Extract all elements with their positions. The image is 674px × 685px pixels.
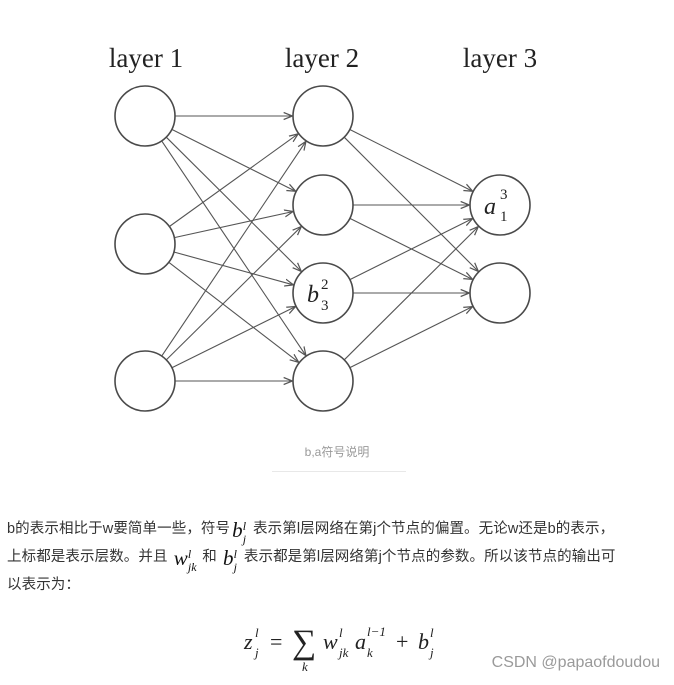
- node-label-b32: b: [307, 282, 319, 308]
- edge-l2n1-l3n2: [343, 136, 478, 271]
- edge-l1n3-l2n1: [161, 142, 306, 357]
- edge-l1n3-l2n2: [165, 227, 301, 361]
- paragraph-text: 和: [202, 549, 217, 565]
- paragraph-text: 以表示为：: [7, 577, 80, 593]
- formula-b: b: [418, 629, 429, 654]
- formula-b-sub: j: [428, 645, 434, 660]
- node-label-a13-sub: 1: [500, 209, 508, 225]
- paragraph-text: 表示都是第l层网络第j个节点的参数。所以该节点的输出可: [243, 549, 616, 565]
- layer-2-title: layer 2: [285, 43, 359, 73]
- formula-a-sub: k: [367, 645, 373, 660]
- formula-a-sup: l−1: [367, 624, 386, 639]
- node-layer1-3: [114, 350, 176, 412]
- paragraph-line-3: 以表示为：: [7, 571, 671, 599]
- formula-z: z: [243, 629, 253, 654]
- formula-z-sub: j: [253, 645, 259, 660]
- edge-l2n4-l3n1: [343, 227, 478, 361]
- network-nodes: [114, 85, 531, 412]
- node-layer1-2: [114, 213, 176, 275]
- formula-a: a: [355, 629, 366, 654]
- paragraph-text: b的表示相比于w要简单一些，符号: [7, 521, 231, 537]
- layer-1-title: layer 1: [109, 43, 183, 73]
- node-label-a13: a: [484, 194, 496, 220]
- edge-l1n3-l2n3: [171, 307, 295, 369]
- formula-sum: ∑: [292, 624, 316, 661]
- formula-plus: +: [396, 629, 408, 654]
- figure-caption: b,a符号说明: [304, 445, 370, 459]
- formula-z-sup: l: [255, 625, 259, 640]
- formula-w: w: [323, 629, 338, 654]
- edge-l1n1-l2n3: [165, 136, 301, 271]
- edge-l2n1-l3n1: [349, 129, 473, 192]
- node-layer1-1: [114, 85, 176, 147]
- layer-3-title: layer 3: [463, 43, 537, 73]
- formula-w-sub: jk: [337, 645, 349, 660]
- edge-l1n2-l2n4: [168, 261, 299, 362]
- formula-sum-sub: k: [302, 659, 308, 674]
- formula-equals: =: [270, 629, 282, 654]
- node-layer3-1: [469, 174, 531, 236]
- paragraph-text: 上标都是表示层数。并且: [7, 549, 168, 565]
- edge-l1n2-l2n3: [173, 251, 293, 285]
- node-layer2-2: [292, 174, 354, 236]
- node-layer2-4: [292, 350, 354, 412]
- node-layer3-2: [469, 262, 531, 324]
- formula-b-sup: l: [430, 625, 434, 640]
- edge-l1n2-l2n1: [169, 134, 297, 227]
- watermark: CSDN @papaofdoudou: [491, 654, 660, 671]
- output-formula: z l j = ∑ k w l jk a l−1 k + b l j: [243, 624, 434, 674]
- edge-l1n1-l2n2: [171, 128, 295, 191]
- node-label-b32-sub: 3: [321, 298, 329, 314]
- neural-network-diagram: layer 1 layer 2 layer 3 b 2 3 a 3 1: [109, 43, 537, 412]
- node-label-b32-sup: 2: [321, 277, 329, 293]
- node-layer2-3: [292, 262, 354, 324]
- connection-edges: [161, 116, 478, 381]
- paragraph-text: 表示第l层网络在第j个节点的偏置。无论w还是b的表示，: [253, 521, 615, 537]
- edge-l1n2-l2n2: [174, 212, 292, 239]
- node-layer2-1: [292, 85, 354, 147]
- edge-l2n3-l3n1: [349, 219, 472, 281]
- edge-l2n4-l3n2: [349, 307, 472, 369]
- node-label-a13-sup: 3: [500, 187, 508, 203]
- caption-divider: [272, 471, 406, 472]
- formula-w-sup: l: [339, 625, 343, 640]
